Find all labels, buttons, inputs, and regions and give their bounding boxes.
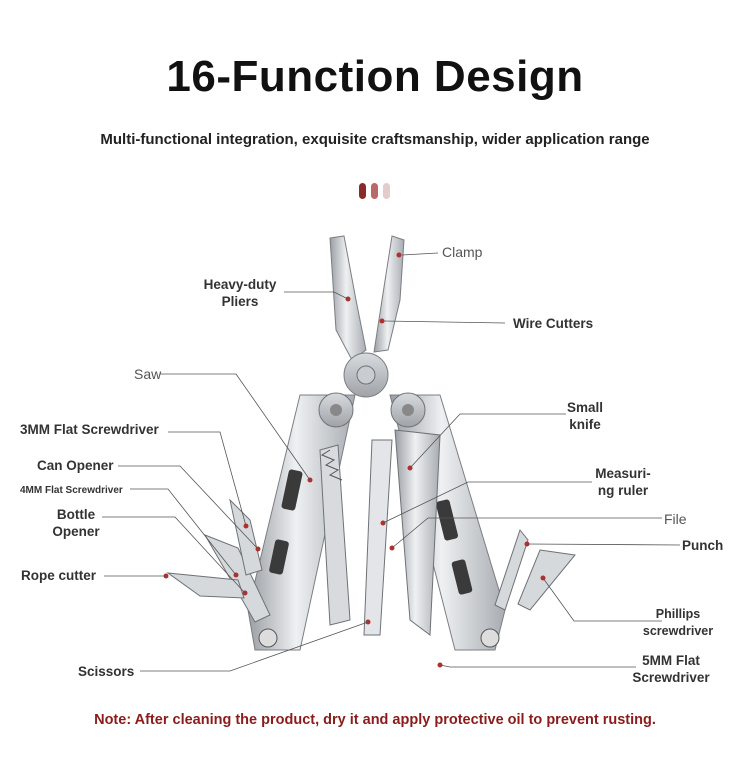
decor-dot-1: [359, 183, 366, 199]
label-pliers-line-2: Pliers: [221, 294, 259, 309]
label-pliers-line-1: Heavy-duty: [203, 277, 277, 292]
pliers-jaws: [329, 235, 405, 398]
label-clamp: Clamp: [442, 244, 483, 260]
label-5mm-flat-screwdriver: 5MM Flat Screwdriver: [626, 652, 716, 686]
label-phillips-line-2: screwdriver: [642, 624, 714, 638]
label-measuring-line-1: Measuri-: [595, 466, 651, 481]
label-small-knife-line-2: knife: [569, 417, 601, 432]
label-5mm-line-2: Screwdriver: [632, 670, 710, 685]
label-5mm-line-1: 5MM Flat: [642, 653, 700, 668]
label-punch: Punch: [682, 538, 724, 553]
label-file: File: [664, 511, 687, 527]
label-measuring-ruler: Measuri- ng ruler: [588, 465, 658, 499]
label-4mm-flat-screwdriver: 4MM Flat Screwdriver: [20, 485, 123, 496]
label-measuring-line-2: ng ruler: [597, 483, 649, 498]
label-saw: Saw: [134, 366, 162, 382]
label-pliers: Heavy-duty Pliers: [190, 276, 290, 310]
label-3mm-flat-screwdriver: 3MM Flat Screwdriver: [20, 422, 159, 437]
label-wire-cutters: Wire Cutters: [513, 316, 594, 331]
label-phillips-line-1: Phillips: [655, 607, 701, 621]
label-scissors: Scissors: [78, 664, 135, 679]
label-bottle-line-2: Opener: [52, 524, 100, 539]
page-subtitle: Multi-functional integration, exquisite …: [100, 131, 650, 148]
label-can-opener: Can Opener: [37, 458, 114, 473]
label-rope-cutter: Rope cutter: [21, 568, 97, 583]
care-note: Note: After cleaning the product, dry it…: [94, 712, 656, 728]
decor-dot-2: [371, 183, 378, 199]
label-bottle-opener: Bottle Opener: [46, 506, 106, 540]
page-title: 16-Function Design: [166, 52, 584, 101]
label-small-knife-line-1: Small: [566, 400, 604, 415]
decor-dot-3: [383, 183, 390, 199]
label-small-knife: Small knife: [560, 399, 610, 433]
label-phillips-screwdriver: Phillips screwdriver: [636, 606, 720, 640]
label-bottle-line-1: Bottle: [56, 507, 96, 522]
